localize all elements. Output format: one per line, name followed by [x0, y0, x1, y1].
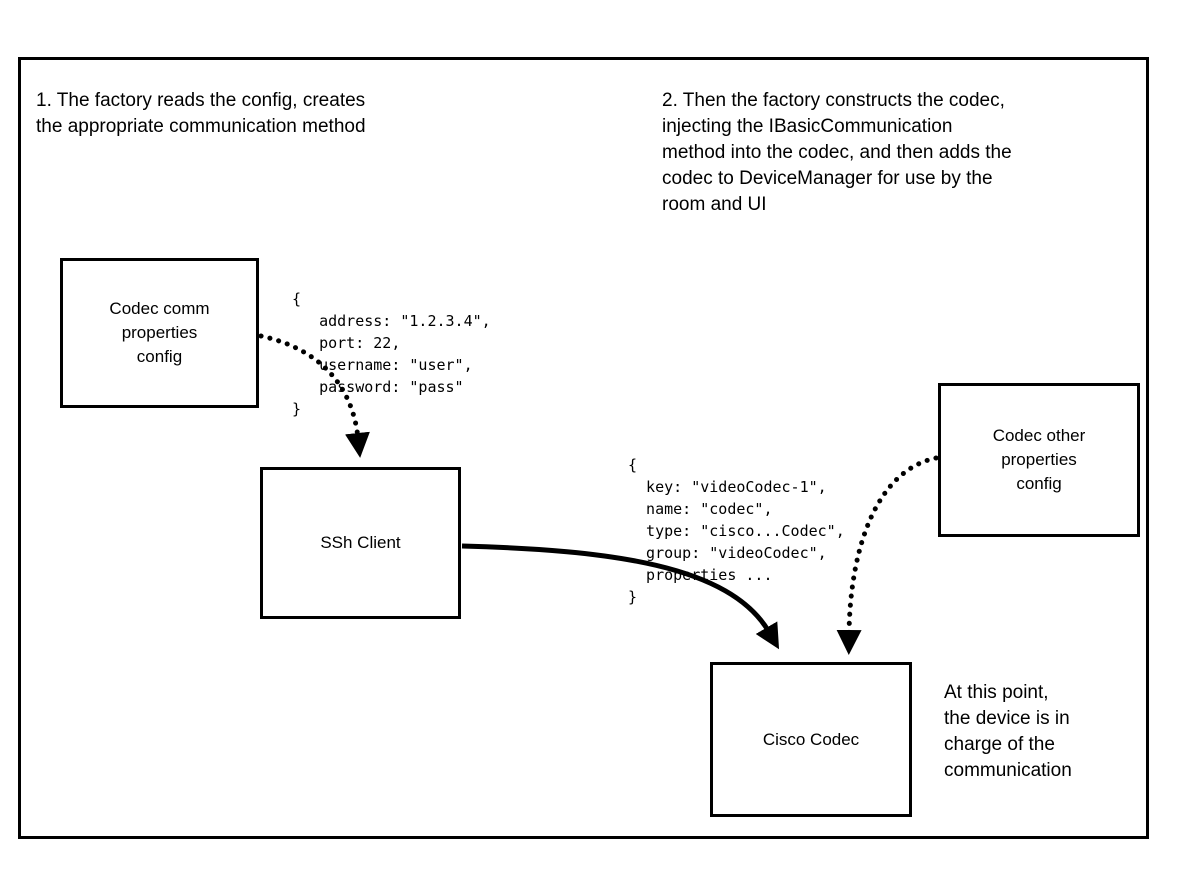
comm-properties-code: { address: "1.2.3.4", port: 22, username…: [292, 290, 491, 418]
cisco-codec-box: Cisco Codec: [710, 662, 912, 817]
ssh-client-box-label: SSh Client: [320, 533, 401, 552]
note-closing: At this point, the device is in charge o…: [944, 682, 1072, 781]
comm-config-box: Codec comm properties config: [60, 258, 259, 408]
note-step2: 2. Then the factory constructs the codec…: [662, 90, 1012, 215]
other-config-box: Codec other properties config: [938, 383, 1140, 537]
ssh-client-box: SSh Client: [260, 467, 461, 619]
codec-properties-code: { key: "videoCodec-1", name: "codec", ty…: [628, 456, 845, 606]
cisco-codec-box-label: Cisco Codec: [762, 729, 860, 749]
other-config-box-label: Codec other properties config: [992, 426, 1086, 493]
note-step1: 1. The factory reads the config, creates…: [36, 90, 366, 137]
comm-config-box-label: Codec comm properties config: [109, 299, 210, 366]
